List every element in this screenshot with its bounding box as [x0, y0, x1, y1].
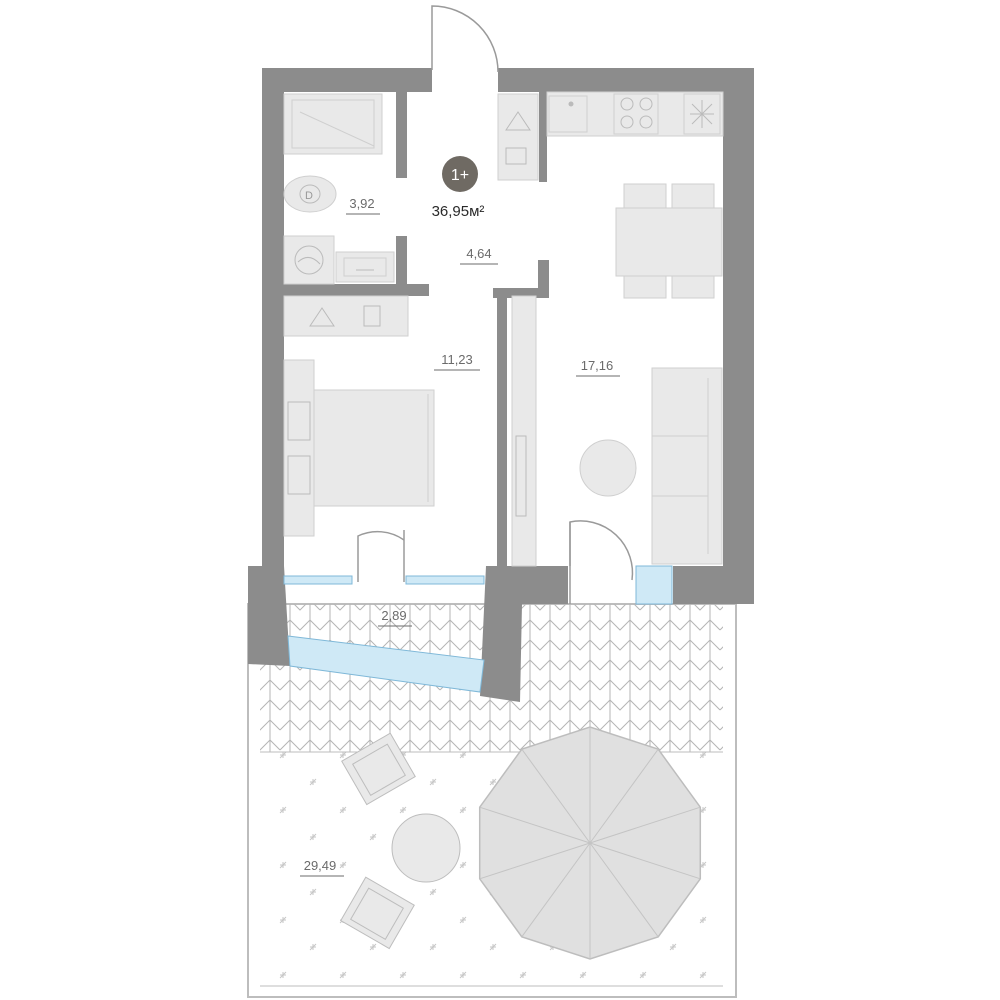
room-count-text: 1+: [451, 167, 469, 184]
tv-cabinet: [511, 295, 537, 567]
hanger-icon: [309, 307, 335, 327]
lounge-chair-bottom: [340, 876, 415, 950]
umbrella-rib: [589, 748, 659, 844]
umbrella-icon: [478, 726, 702, 960]
lounge-chair-top: [341, 732, 416, 806]
dining-set: [615, 183, 723, 299]
hallway-wardrobe: [497, 93, 539, 181]
stove-icon: [613, 93, 659, 135]
washing-machine-icon: [283, 235, 335, 285]
walls: [248, 68, 754, 702]
umbrella-rib: [589, 842, 659, 938]
terrace-table: [391, 813, 461, 883]
umbrella-rib: [521, 842, 591, 938]
hallway-area-label: 4,64: [466, 246, 491, 261]
total-area-label: 36,95м²: [432, 203, 485, 220]
umbrella-rib: [521, 748, 591, 844]
windows: [283, 565, 673, 693]
bathroom-area-label: 3,92: [349, 196, 374, 211]
sink-icon: [335, 251, 395, 283]
umbrella-rib: [479, 806, 591, 844]
loggia-area-label: 2,89: [381, 608, 406, 623]
sofa: [651, 367, 723, 565]
bed: [283, 359, 435, 537]
coffee-table: [579, 439, 637, 497]
room-count-badge: [442, 156, 478, 192]
fan-icon: [683, 93, 721, 135]
doors: [357, 5, 634, 604]
bedroom-wardrobe: [283, 295, 409, 337]
svg-text:D: D: [305, 190, 313, 202]
toilet-icon: D: [283, 175, 337, 213]
room-labels: 1+ 36,95м² 3,92 4,64 11,23 17,16 2,89 29…: [300, 156, 620, 877]
living-area-label: 17,16: [581, 358, 614, 373]
terrace-area-label: 29,49: [304, 858, 337, 873]
umbrella-rib: [479, 842, 591, 880]
bedroom-area-label: 11,23: [441, 352, 473, 367]
shower-icon: [283, 93, 383, 155]
umbrella-rib: [589, 806, 701, 844]
umbrella-rib: [589, 842, 701, 880]
